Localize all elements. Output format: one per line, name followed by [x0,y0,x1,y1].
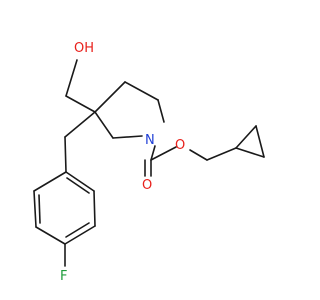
ester-oxygen-label: O [175,138,185,153]
bond-ar-4-5 [35,226,66,245]
bond-cp-3-1 [235,125,257,149]
bond-ar-6-1 [33,171,67,192]
amine-nitrogen-label: N [145,133,155,148]
bond-c3-ch2b [64,111,96,138]
bond-c2-c3 [94,111,114,139]
carbonyl-oxygen-label: O [142,178,152,193]
bond-ar-inner-c [38,194,41,224]
bond-c3-c4 [94,81,126,113]
hydroxyl-label: OH [74,41,94,56]
bond-n-c2 [112,135,143,139]
bond-ch2b-ring [64,136,67,173]
bond-ch2-cp [206,147,237,161]
bond-cp-1-2 [235,147,265,158]
bond-o-ch2 [189,149,208,161]
bond-ch2-c3 [65,95,96,113]
structure-diagram: OH N O O F [33,41,265,284]
bond-n-carbonyl [150,145,156,161]
bond-oh-ch2 [65,59,78,97]
fluorine-label: F [60,269,67,284]
bond-ar-inner-b [65,222,90,238]
bond-cp-2-3 [255,125,265,158]
bond-c5-n [157,99,165,123]
bond-skeleton [33,59,265,267]
atom-labels: OH N O O F [60,41,185,284]
bond-ar-1-2 [65,171,95,192]
bond-ar-inner-a [66,177,90,194]
bond-ar-2-3 [93,190,96,227]
bond-carbonyl-o-single [150,146,177,161]
bond-ar-3-4 [64,225,96,245]
bond-ar-5-6 [33,190,37,228]
bond-c4-c5 [124,81,159,101]
